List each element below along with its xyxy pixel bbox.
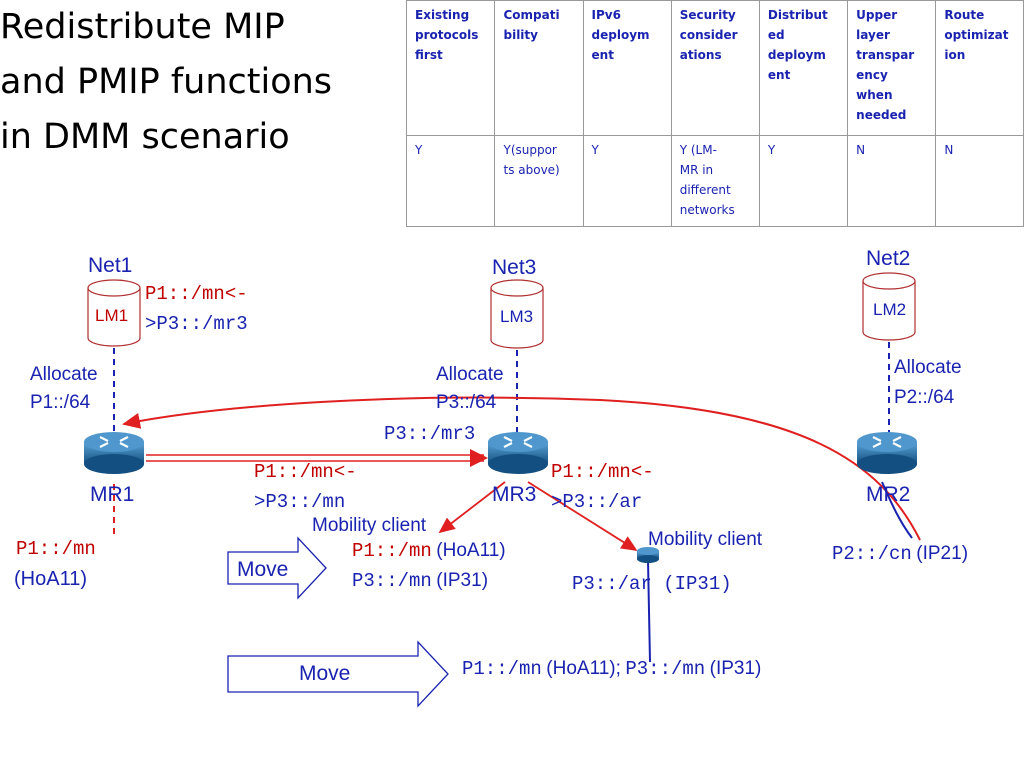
allocate-p2-line-2: P2::/64 bbox=[894, 387, 955, 408]
slide-title: Redistribute MIP and PMIP functions in D… bbox=[0, 0, 380, 165]
move-label-2: Move bbox=[299, 662, 351, 685]
mr1-mr3-binding-line-1: P1::/mn<- bbox=[254, 461, 357, 483]
mr3-to-client1-arrow bbox=[438, 481, 506, 534]
value-ipv6-deployment: Y bbox=[582, 135, 672, 227]
mobility-client-2-label: Mobility client bbox=[648, 529, 763, 550]
lm2-cylinder bbox=[862, 272, 916, 341]
title-line-2: and PMIP functions bbox=[0, 62, 333, 102]
value-upper-layer-transparency: N bbox=[847, 135, 937, 227]
lm1-binding-line-2: >P3::/mr3 bbox=[145, 313, 248, 335]
net2-label: Net2 bbox=[866, 247, 911, 270]
lm3-cylinder bbox=[490, 279, 544, 349]
allocate-p1-line-1: Allocate bbox=[30, 364, 98, 385]
net3-label: Net3 bbox=[492, 256, 537, 279]
lm1-cylinder bbox=[87, 279, 141, 347]
tunnel-arrowhead bbox=[470, 449, 488, 467]
mr2-router-icon bbox=[857, 432, 917, 474]
value-route-optimization: N bbox=[935, 135, 1024, 227]
allocate-p1-line-2: P1::/64 bbox=[30, 392, 91, 413]
mn-address-label: P1::/mn bbox=[16, 538, 96, 560]
net1-label: Net1 bbox=[88, 254, 133, 277]
move-arrow-1 bbox=[227, 536, 327, 600]
allocate-p3-line-2: P3::/64 bbox=[436, 392, 497, 413]
value-distributed-deployment: Y bbox=[758, 135, 849, 227]
move-arrow-2 bbox=[227, 640, 449, 708]
ar-vertical-link bbox=[647, 559, 651, 663]
allocate-p2-line-1: Allocate bbox=[894, 357, 962, 378]
access-router-icon bbox=[637, 547, 659, 563]
lm1-binding-line-1: P1::/mn<- bbox=[145, 283, 248, 305]
mobility-client-1-label: Mobility client bbox=[312, 515, 427, 536]
mn-hoa-label: (HoA11) bbox=[14, 568, 87, 590]
allocate-p3-line-1: Allocate bbox=[436, 364, 504, 385]
mobility-client-1-line-2: P3::/mn (IP31) bbox=[352, 570, 489, 592]
value-existing-protocols: Y bbox=[405, 135, 496, 227]
mr1-router-icon bbox=[84, 432, 144, 474]
mr1-label: MR1 bbox=[90, 483, 135, 506]
lm2-label: LM2 bbox=[873, 300, 907, 319]
title-line-3: in DMM scenario bbox=[0, 117, 290, 157]
mr2-label: MR2 bbox=[866, 483, 911, 506]
mr2-cn-link bbox=[881, 481, 913, 539]
lm3-label: LM3 bbox=[500, 307, 534, 326]
title-line-1: Redistribute MIP bbox=[0, 7, 285, 47]
lm1-label: LM1 bbox=[95, 306, 129, 325]
mr3-binding-line-2: >P3::/ar bbox=[551, 491, 643, 513]
mr3-prefix-label: P3::/mr3 bbox=[384, 423, 476, 445]
mr3-router-icon bbox=[488, 432, 548, 474]
bottom-address-line: P1::/mn (HoA11); P3::/mn (IP31) bbox=[462, 658, 762, 680]
cn-address-label: P2::/cn (IP21) bbox=[832, 543, 969, 565]
mr3-label: MR3 bbox=[492, 483, 537, 506]
move-label-1: Move bbox=[237, 558, 289, 581]
mr2-to-mr1-curve bbox=[122, 396, 921, 541]
mr3-to-client2-arrow bbox=[527, 481, 638, 551]
mr1-mr3-binding-line-2: >P3::/mn bbox=[254, 491, 346, 513]
mobility-client-1-line-1: P1::/mn (HoA11) bbox=[352, 540, 506, 562]
access-router-address-label: P3::/ar (IP31) bbox=[572, 573, 732, 595]
mr3-binding-line-1: P1::/mn<- bbox=[551, 461, 654, 483]
